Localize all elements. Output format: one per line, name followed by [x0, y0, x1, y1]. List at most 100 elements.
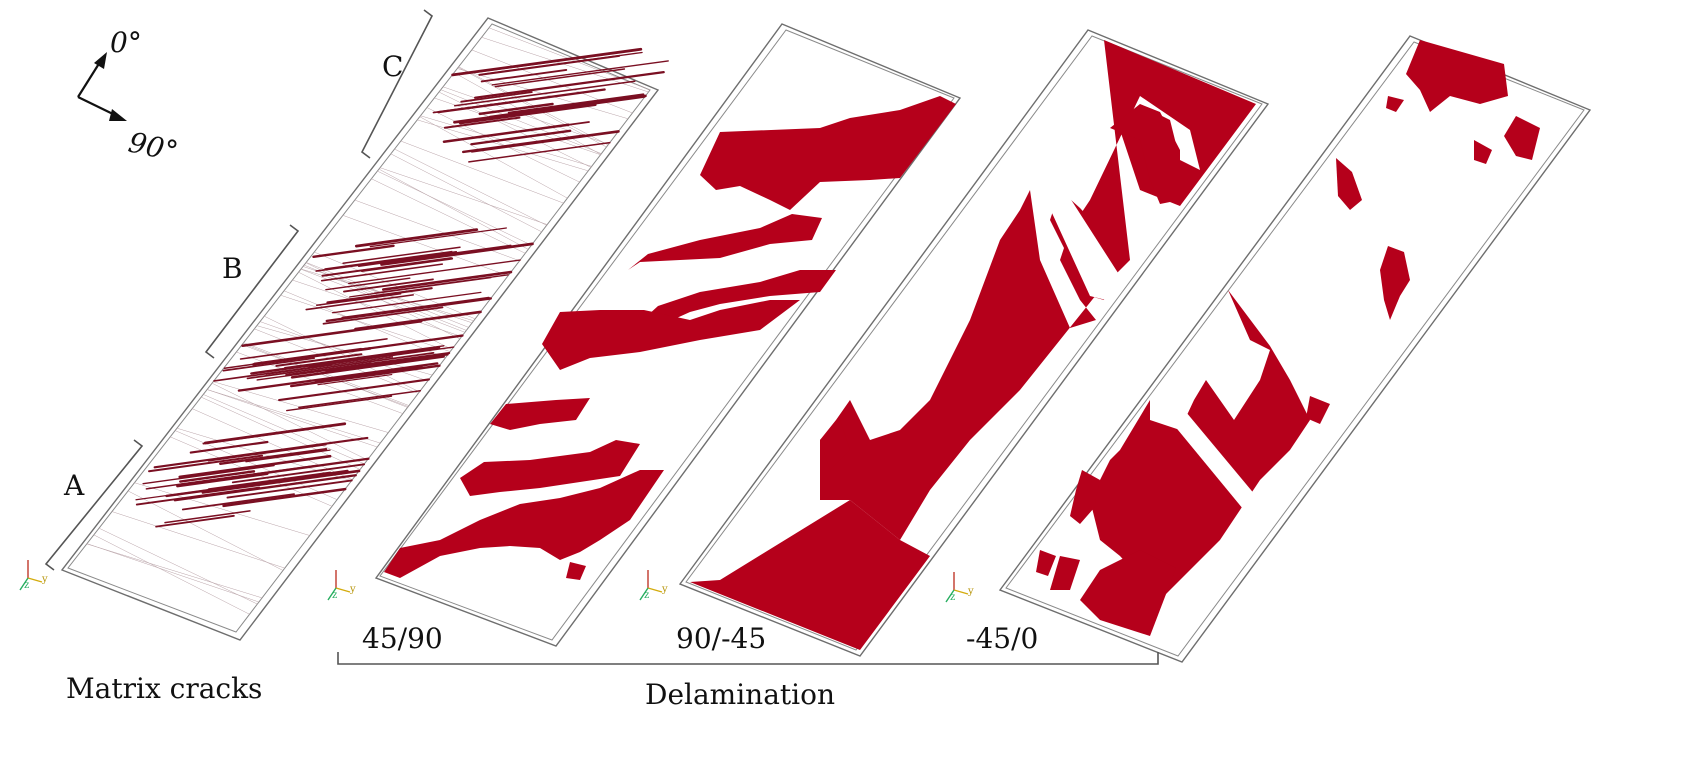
- matrix-crack-lines: [86, 27, 669, 615]
- crack-line: [342, 246, 461, 264]
- crack-line: [142, 464, 275, 485]
- region-label-c: C: [382, 50, 403, 83]
- crack-line: [245, 449, 331, 463]
- crack-line: [211, 382, 368, 461]
- crack-line: [420, 115, 592, 167]
- axis-z-label: z: [332, 590, 337, 601]
- crack-line: [222, 487, 347, 508]
- crack-line: [203, 394, 365, 465]
- crack-line: [98, 527, 258, 605]
- crack-line: [379, 167, 548, 225]
- axis-z-label: z: [24, 580, 29, 591]
- region-label-b: B: [222, 252, 243, 285]
- crack-line: [349, 276, 492, 298]
- crack-line: [322, 306, 444, 325]
- crack-line: [434, 97, 601, 155]
- crack-line: [343, 278, 434, 293]
- crack-line: [111, 511, 286, 569]
- crack-line: [494, 68, 626, 88]
- crack-line: [360, 257, 454, 273]
- region-c-bracket: [360, 9, 434, 159]
- axis-triad: z y: [327, 570, 356, 601]
- crack-line: [437, 88, 606, 114]
- delamination-region: [690, 40, 1256, 650]
- orientation-90-label: 90°: [126, 126, 181, 169]
- region-b-bracket: [204, 224, 300, 359]
- crack-line: [252, 347, 372, 366]
- crack-line: [400, 140, 564, 204]
- axis-y-label: y: [349, 584, 356, 595]
- crack-line: [474, 70, 665, 99]
- crack-line: [390, 153, 542, 233]
- axis-triad: z y: [639, 570, 668, 601]
- crack-line: [381, 270, 513, 291]
- crack-line: [253, 347, 362, 365]
- crack-line: [348, 259, 521, 285]
- axis-y-label: y: [41, 574, 48, 585]
- crack-line: [492, 96, 646, 119]
- axis-z-label: z: [950, 592, 955, 603]
- axis-y-label: y: [661, 584, 668, 595]
- crack-line: [354, 228, 479, 248]
- crack-line: [305, 294, 414, 311]
- axis-z-label: z: [644, 590, 649, 601]
- axis-y-label: y: [967, 586, 974, 597]
- crack-line: [250, 346, 441, 375]
- crack-line: [442, 86, 609, 145]
- crack-line: [341, 296, 490, 319]
- delamination-panel-90-45: 90/-45: [676, 29, 1270, 657]
- crack-line: [419, 116, 568, 199]
- crack-line: [155, 514, 235, 528]
- crack-line: [191, 408, 353, 480]
- crack-line: [93, 534, 250, 615]
- crack-line: [461, 134, 586, 154]
- crack-line: [145, 464, 318, 490]
- crack-line: [480, 69, 568, 83]
- crack-line: [181, 493, 295, 511]
- crack-line: [491, 60, 669, 86]
- crack-line: [324, 250, 453, 270]
- delamination-panel-45-90: 45/90: [362, 23, 962, 655]
- crack-line: [290, 364, 441, 388]
- crack-line: [241, 319, 423, 348]
- crack-line: [243, 342, 410, 406]
- delamination-panel-45-0: -45/0: [966, 35, 1592, 663]
- crack-line: [320, 263, 443, 282]
- matrix-cracks-panel: C B A: [44, 9, 669, 641]
- crack-line: [86, 543, 260, 603]
- region-label-a: A: [63, 469, 85, 502]
- crack-line: [377, 170, 532, 246]
- crack-line: [458, 103, 597, 125]
- crack-line: [507, 93, 645, 114]
- crack-line: [325, 277, 411, 291]
- crack-line: [326, 287, 433, 304]
- crack-line: [285, 362, 372, 376]
- crack-line: [86, 543, 263, 599]
- orientation-0-label: 0°: [110, 26, 142, 59]
- crack-line: [312, 244, 395, 258]
- region-a-bracket: [44, 439, 144, 571]
- crack-line: [369, 227, 507, 248]
- crack-line: [148, 454, 264, 473]
- crack-line: [239, 338, 388, 360]
- crack-line: [219, 447, 328, 465]
- crack-line: [453, 105, 569, 124]
- crack-line: [264, 315, 420, 393]
- crack-line: [468, 141, 611, 163]
- crack-line: [468, 59, 561, 74]
- orientation-indicator: 0° 90°: [77, 26, 181, 169]
- crack-line: [442, 123, 570, 143]
- crack-line: [207, 444, 327, 462]
- crack-line: [265, 356, 394, 375]
- crack-line: [222, 357, 315, 372]
- delamination-bracket: [337, 652, 1159, 665]
- crack-line: [317, 373, 393, 386]
- crack-line: [164, 510, 251, 524]
- crack-line: [308, 346, 455, 368]
- crack-line: [176, 427, 352, 481]
- crack-line: [178, 454, 332, 479]
- crack-line: [256, 352, 450, 381]
- delamination-caption: Delamination: [645, 678, 835, 711]
- delamination-gap: [1150, 388, 1276, 532]
